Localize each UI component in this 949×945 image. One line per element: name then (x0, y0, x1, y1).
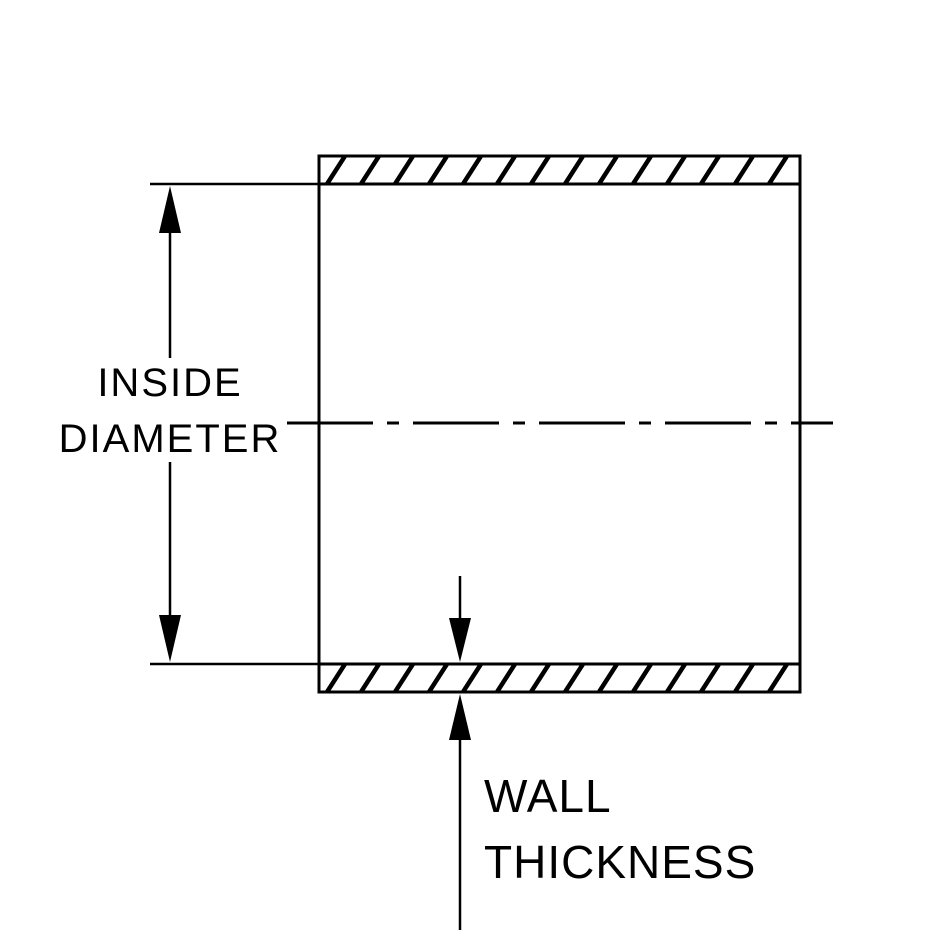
wall-arrow-down-icon (449, 618, 471, 662)
inside-diameter-label-line1: INSIDE (97, 361, 242, 405)
top-wall-hatch (317, 154, 802, 186)
wall-thickness-label-line2: THICKNESS (484, 836, 756, 888)
arrow-up-icon (159, 186, 181, 233)
arrow-down-icon (159, 615, 181, 662)
wall-arrow-up-icon (449, 694, 471, 740)
wall-thickness-label-line1: WALL (484, 770, 612, 822)
inside-diameter-label-line2: DIAMETER (59, 417, 282, 461)
bottom-wall-hatch (317, 662, 802, 694)
